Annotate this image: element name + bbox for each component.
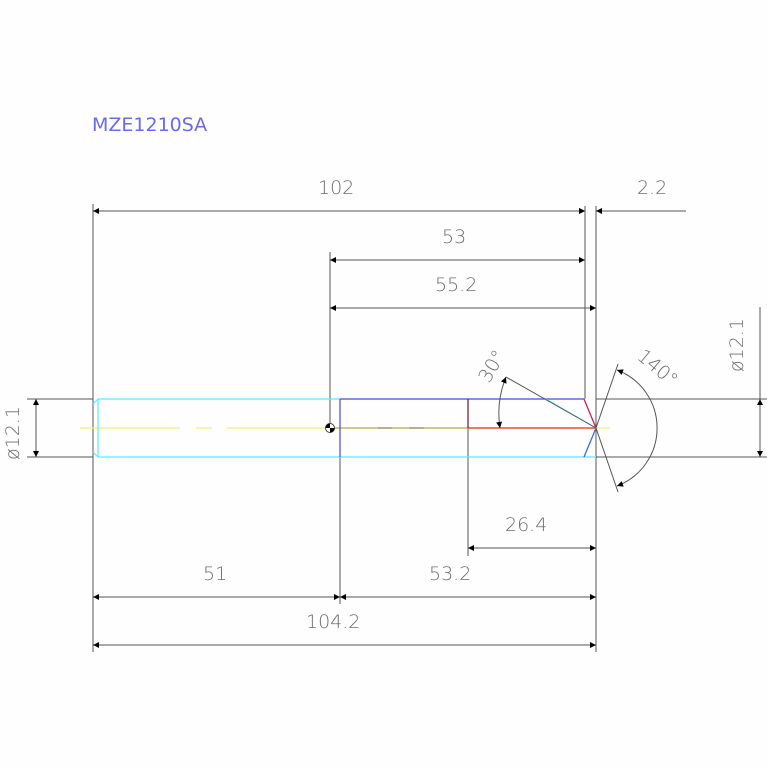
part-number-title: MZE1210SA	[92, 114, 207, 136]
dim-text-55-2: 55.2	[435, 274, 477, 296]
angle-140-extension-top	[595, 363, 619, 429]
dim-text-51: 51	[203, 563, 227, 585]
dim-text-diameter-left: ø12.1	[2, 406, 24, 460]
angle-140-extension-bottom	[595, 427, 619, 493]
dim-text-2-2: 2.2	[637, 177, 667, 199]
dim-text-102: 102	[318, 177, 354, 199]
dim-text-53-2: 53.2	[429, 563, 471, 585]
dim-text-angle-140: 140°	[633, 345, 682, 391]
dim-text-diameter-right: ø12.1	[726, 318, 748, 372]
dim-text-53: 53	[442, 226, 466, 248]
tool-body	[80, 398, 610, 458]
dim-text-26-4: 26.4	[505, 514, 547, 536]
dim-text-104-2: 104.2	[306, 611, 360, 633]
dim-arc-30	[496, 376, 507, 429]
angle-30-extension	[505, 376, 597, 429]
dim-arc-140	[616, 369, 658, 487]
